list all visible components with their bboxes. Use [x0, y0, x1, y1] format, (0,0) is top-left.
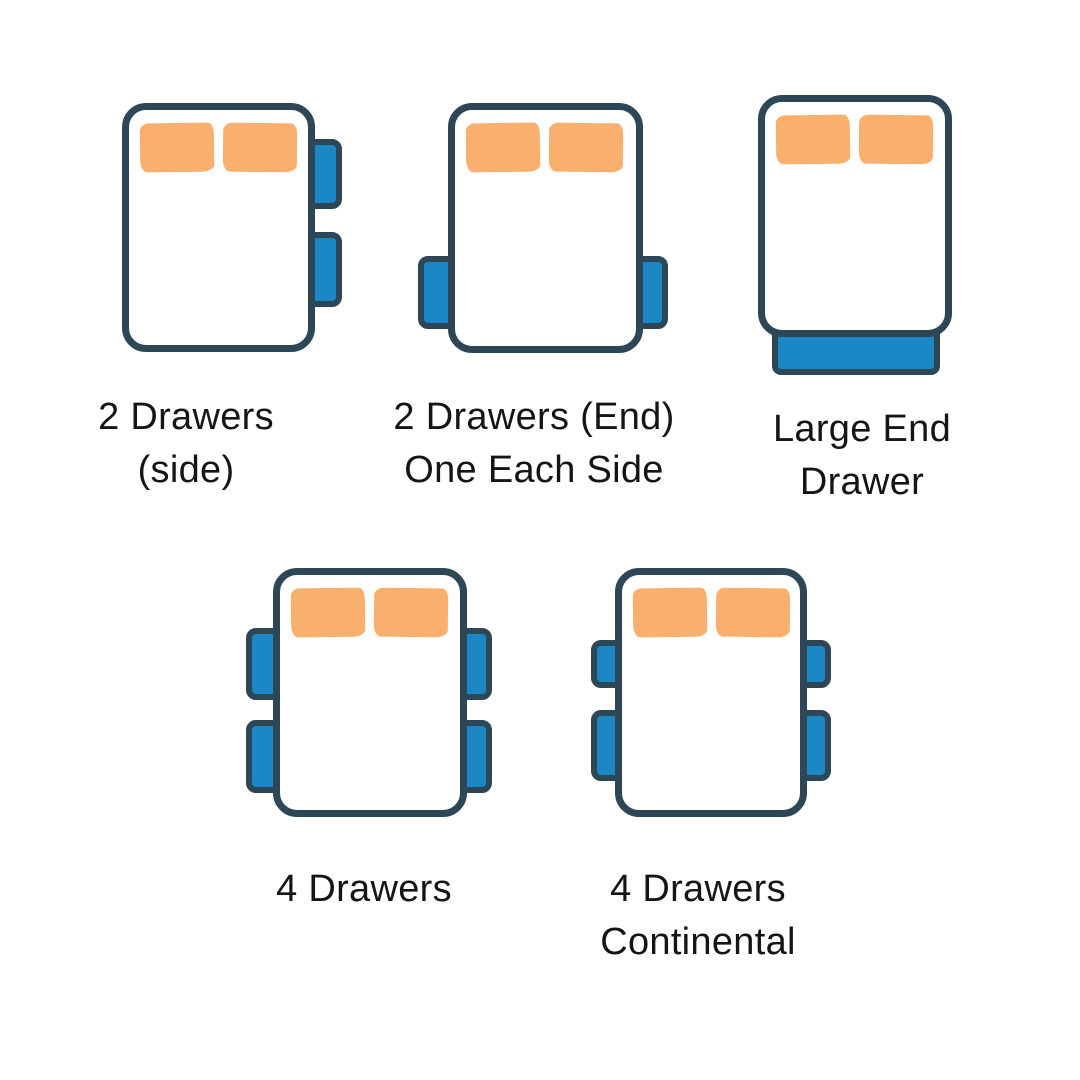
figure-label-line1: 2 Drawers (End) [393, 396, 675, 438]
figure-label-line1: Large End [772, 408, 952, 450]
bed-top-view-icon [615, 568, 807, 817]
figure-label: Large End Drawer [682, 403, 1042, 509]
figure-label-line1: 4 Drawers [276, 868, 452, 910]
bed-top-view-icon [273, 568, 467, 817]
pillow-icon [290, 587, 366, 638]
pillow-icon [465, 122, 541, 173]
figure-label-line1: 2 Drawers [98, 396, 274, 438]
pillow-icon [858, 114, 934, 165]
figure-label: 2 Drawers (side) [6, 391, 366, 497]
bed-top-view-icon [122, 103, 315, 352]
pillow-icon [632, 587, 708, 638]
bed-top-view-icon [448, 103, 643, 353]
pillow-icon [222, 122, 298, 173]
figure-label-line2: (side) [137, 449, 235, 491]
figure-label-line2: Drawer [799, 461, 925, 503]
figure-label-line1: 4 Drawers [610, 868, 786, 910]
figure-label-line2: One Each Side [404, 449, 664, 491]
figure-label-line2: Continental [600, 921, 796, 963]
figure-label: 4 Drawers Continental [518, 863, 878, 969]
figure-label: 2 Drawers (End) One Each Side [354, 391, 714, 497]
pillow-icon [775, 114, 851, 165]
pillow-icon [715, 587, 791, 638]
pillow-icon [139, 122, 215, 173]
figure-label: 4 Drawers [184, 863, 544, 916]
pillow-icon [548, 122, 624, 173]
bed-top-view-icon [758, 95, 952, 337]
pillow-icon [373, 587, 449, 638]
